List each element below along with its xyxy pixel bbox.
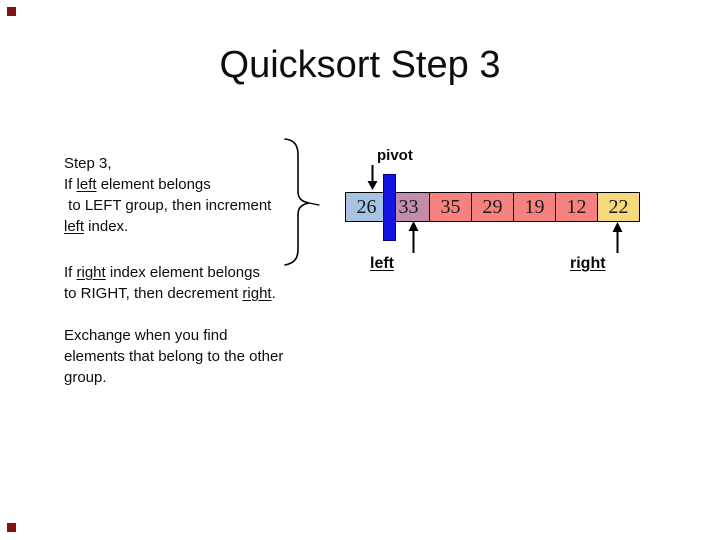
array-cell-value: 26 [356, 195, 377, 218]
array-cell: 19 [513, 192, 556, 222]
slide-corner-mark-top [7, 7, 16, 16]
array-cell: 12 [555, 192, 598, 222]
right-index-label: right [570, 255, 606, 272]
note-line: left index. [64, 218, 129, 235]
array-cell-value: 22 [608, 195, 629, 218]
array-cell: 22 [597, 192, 640, 222]
array-cell: 26 [345, 192, 388, 222]
note-line: If right index element belongs [64, 264, 260, 281]
array-cell-value: 19 [524, 195, 545, 218]
note-line: Step 3, [64, 155, 112, 172]
array-cell-value: 12 [566, 195, 587, 218]
note-line: group. [64, 369, 107, 386]
note-paragraph-right-rule: If right index element belongs to RIGHT, … [64, 262, 276, 304]
left-index-arrow-up-icon [408, 221, 419, 253]
pivot-label: pivot [377, 147, 413, 164]
pivot-arrow-down-icon [367, 165, 378, 190]
note-line: elements that belong to the other [64, 348, 284, 365]
note-line: Exchange when you find [64, 327, 228, 344]
right-index-arrow-up-icon [612, 222, 623, 253]
note-paragraph-exchange: Exchange when you find elements that belo… [64, 325, 283, 388]
array-cell-value: 35 [440, 195, 461, 218]
note-line: If left element belongs [64, 176, 211, 193]
array-cell: 35 [429, 192, 472, 222]
slide-corner-mark-bottom [7, 523, 16, 532]
note-line: to LEFT group, then increment [64, 197, 272, 214]
page-title: Quicksort Step 3 [219, 44, 501, 86]
pivot-bar [383, 174, 396, 241]
note-line: to RIGHT, then decrement right. [64, 285, 276, 302]
array-cell-value: 29 [482, 195, 503, 218]
left-index-label: left [370, 255, 394, 272]
array-cell-value: 33 [398, 195, 419, 218]
array-cell: 29 [471, 192, 514, 222]
note-paragraph-step3: Step 3, If left element belongs to LEFT g… [64, 153, 271, 237]
grouping-brace-icon [284, 138, 320, 266]
